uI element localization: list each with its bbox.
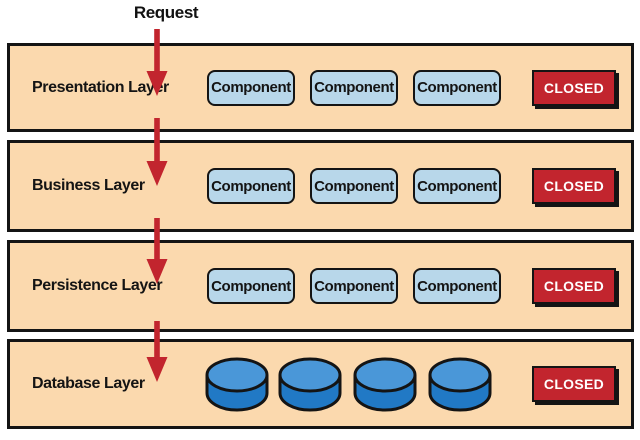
layer-band-persistence: Persistence Layer Component Component Co…	[7, 240, 634, 332]
request-label: Request	[133, 3, 199, 22]
layer-band-presentation: Presentation Layer Component Component C…	[7, 43, 634, 132]
layer-band-business: Business Layer Component Component Compo…	[7, 140, 634, 232]
closed-badge: CLOSED	[532, 168, 616, 204]
closed-badge: CLOSED	[532, 268, 616, 304]
layer-label-database: Database Layer	[32, 375, 145, 392]
layer-label-presentation: Presentation Layer	[32, 78, 169, 96]
component-box: Component	[207, 268, 295, 304]
component-box: Component	[310, 268, 398, 304]
component-box: Component	[310, 69, 398, 106]
closed-badge: CLOSED	[532, 366, 616, 402]
database-icon	[278, 357, 342, 412]
database-icon	[205, 357, 269, 412]
layer-label-persistence: Persistence Layer	[32, 277, 163, 294]
layer-label-business: Business Layer	[32, 177, 145, 194]
closed-badge: CLOSED	[532, 69, 616, 106]
component-box: Component	[413, 268, 501, 304]
component-box: Component	[413, 168, 501, 204]
database-icon	[428, 357, 492, 412]
database-icon	[353, 357, 417, 412]
component-box: Component	[207, 69, 295, 106]
component-box: Component	[207, 168, 295, 204]
layer-band-database: Database Layer CLOSED	[7, 339, 634, 429]
component-box: Component	[310, 168, 398, 204]
component-box: Component	[413, 69, 501, 106]
